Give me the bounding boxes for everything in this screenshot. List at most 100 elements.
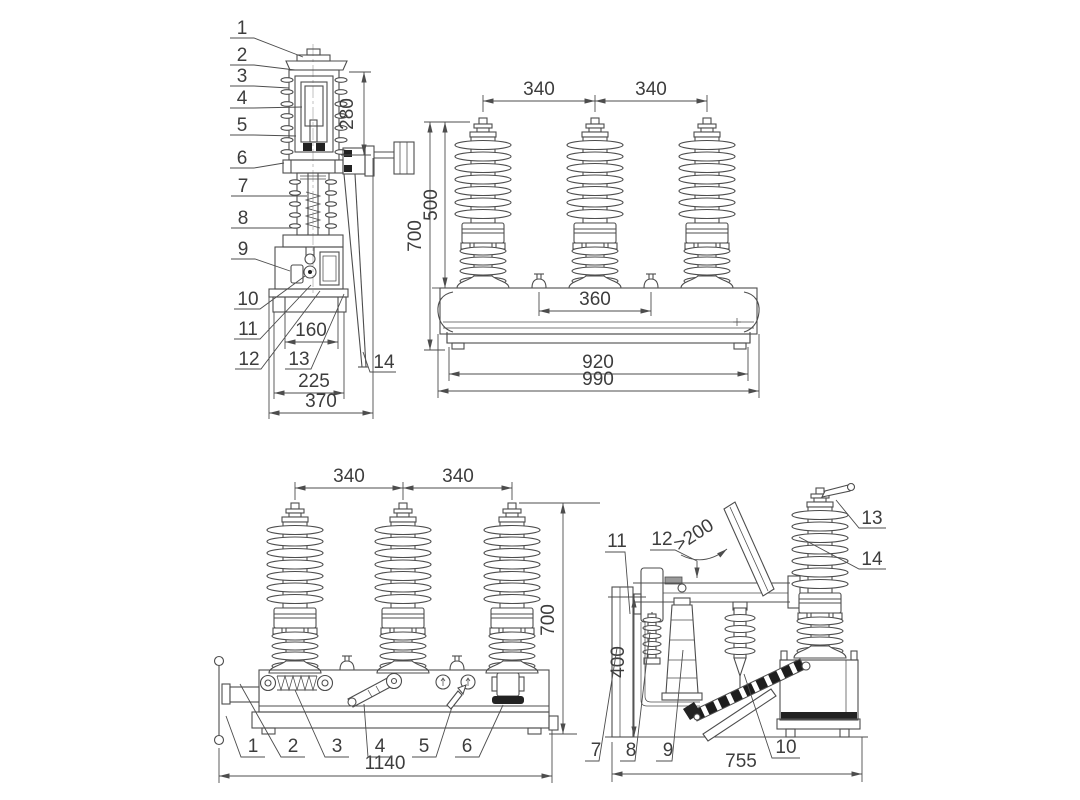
svg-text:12: 12	[651, 529, 672, 550]
svg-text:6: 6	[237, 148, 248, 169]
svg-text:9: 9	[663, 740, 674, 761]
callout-b3: 3	[294, 689, 349, 758]
svg-text:2: 2	[288, 736, 299, 757]
secondary-terminal-stack	[640, 612, 700, 707]
dim-label-340d: 340	[442, 466, 474, 487]
mechanism-box-section	[268, 246, 349, 313]
left-hook	[437, 291, 454, 343]
insulated-pull-rod	[683, 658, 811, 742]
callout-11: 11	[234, 284, 312, 340]
callout-s12: 12	[650, 529, 700, 578]
dim-label-920: 920	[582, 352, 614, 373]
dim-pole-height: 280	[337, 71, 371, 156]
surge-arrester	[724, 601, 756, 690]
callout-2: 2	[230, 45, 296, 71]
dim-label-400: 400	[608, 646, 629, 678]
dim-overall-width: 370	[268, 158, 374, 419]
dim-label-340a: 340	[523, 79, 555, 100]
svg-text:5: 5	[419, 736, 430, 757]
callout-s11: 11	[605, 531, 631, 615]
terminal-clamp	[820, 482, 856, 498]
callout-b6: 6	[455, 704, 504, 758]
callout-4: 4	[230, 88, 303, 109]
svg-text:13: 13	[288, 349, 309, 370]
operating-handle	[347, 672, 403, 708]
svg-text:1: 1	[248, 736, 259, 757]
svg-text:10: 10	[237, 289, 258, 310]
insulator-pole-2	[566, 117, 624, 289]
mounting-legs	[343, 173, 368, 368]
dim-label-700a: 700	[405, 220, 426, 252]
section-callouts: 1 2 3 4 5 6 7 8 9 10 11 12 13 14	[230, 18, 396, 373]
svg-text:4: 4	[237, 88, 248, 109]
callout-s13: 13	[835, 499, 886, 529]
svg-text:11: 11	[607, 531, 627, 552]
callout-b4: 4	[363, 703, 392, 758]
right-hook	[743, 291, 760, 343]
callout-s14: 14	[798, 536, 886, 570]
dim-label-340c: 340	[333, 466, 365, 487]
lifting-lug-b1	[339, 655, 355, 671]
dim-label-700b: 700	[538, 604, 559, 636]
dim-label-280: 280	[337, 98, 358, 130]
callout-7: 7	[231, 176, 307, 197]
svg-text:3: 3	[332, 736, 343, 757]
plus-mark	[733, 318, 741, 326]
dim-slot-width: 160	[284, 312, 339, 349]
svg-text:1: 1	[237, 18, 248, 39]
callout-s9: 9	[656, 649, 684, 762]
callout-b2: 2	[239, 683, 305, 758]
svg-text:9: 9	[238, 239, 249, 260]
svg-text:13: 13	[861, 508, 882, 529]
svg-text:12: 12	[238, 349, 259, 370]
insulator-pole-b2	[374, 502, 432, 674]
support-insulator	[661, 597, 703, 701]
callout-9: 9	[231, 239, 291, 272]
callout-s8: 8	[620, 631, 651, 762]
manual-operating-lever	[213, 655, 260, 746]
callout-12: 12	[235, 290, 321, 370]
cable-bushing	[491, 672, 525, 704]
lifting-lug-a2	[643, 273, 659, 289]
tank-a	[437, 287, 760, 350]
callout-13: 13	[285, 293, 345, 370]
callout-8: 8	[231, 208, 297, 229]
svg-text:8: 8	[238, 208, 249, 229]
side-view: >200	[585, 482, 886, 782]
front-view-b: 340 340 700 1140 1 2 3 4 5 6	[213, 466, 600, 783]
callout-b5: 5	[412, 706, 453, 758]
dim-label-225: 225	[298, 371, 330, 392]
dim-label-500: 500	[421, 189, 442, 221]
front-a-dimensions: 340 340 700 500 360 920 990	[405, 79, 760, 398]
position-indicators	[435, 674, 476, 710]
insulator-pole-1	[454, 117, 512, 289]
svg-text:3: 3	[237, 66, 248, 87]
svg-text:7: 7	[591, 740, 602, 761]
pole-section	[280, 44, 348, 295]
callout-b1: 1	[225, 715, 265, 758]
callout-1: 1	[230, 18, 304, 58]
callout-5: 5	[230, 115, 297, 137]
section-view: 280 160 225 370 1 2	[230, 18, 415, 419]
svg-text:10: 10	[775, 737, 796, 758]
dim-label-755: 755	[725, 751, 757, 772]
dim-label-clearance: >200	[670, 515, 717, 556]
dim-label-370: 370	[305, 391, 337, 412]
closing-spring	[259, 674, 334, 692]
callout-14: 14	[362, 351, 396, 373]
svg-text:8: 8	[626, 740, 637, 761]
side-callouts: 7 8 9 10 11 12 13 14	[585, 499, 886, 762]
insulator-pole-3	[678, 117, 736, 289]
lifting-lug-b2	[449, 655, 465, 671]
svg-text:5: 5	[237, 115, 248, 136]
callout-3: 3	[230, 66, 290, 89]
svg-text:14: 14	[861, 549, 883, 570]
insulator-pole-b3	[483, 502, 541, 674]
callout-s7: 7	[585, 647, 618, 762]
svg-text:11: 11	[238, 319, 258, 340]
callout-6: 6	[230, 148, 285, 169]
front-view-a: 340 340 700 500 360 920 990	[405, 79, 760, 398]
insulator-side	[791, 487, 849, 659]
